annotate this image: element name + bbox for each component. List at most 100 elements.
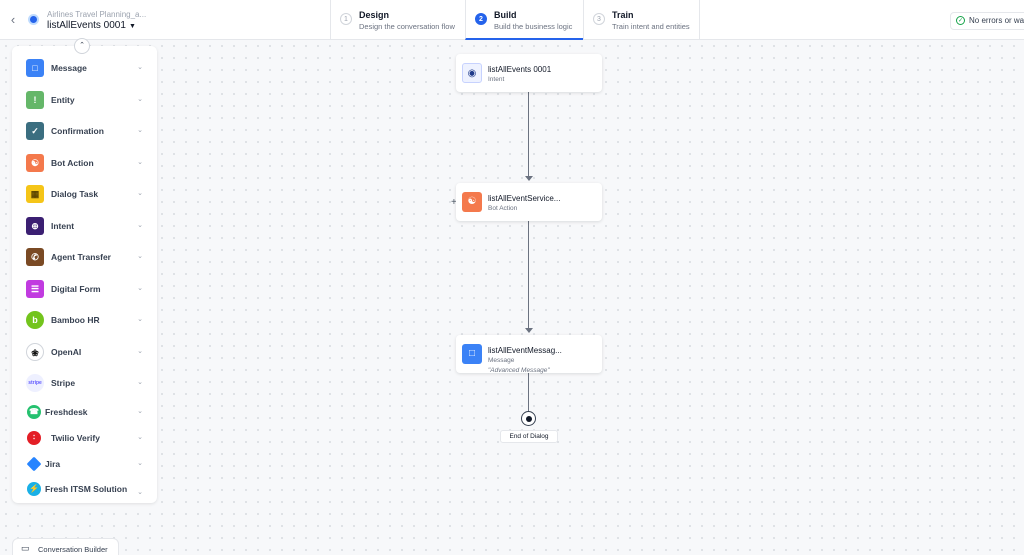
bot-action-icon: ☯ bbox=[26, 154, 44, 172]
palette-item-label: Bot Action bbox=[51, 158, 94, 168]
palette-item-entity[interactable]: ! Entity ⌄ bbox=[12, 87, 157, 113]
caret-down-icon: ▼ bbox=[128, 23, 136, 30]
flow-canvas[interactable] bbox=[0, 40, 1024, 555]
chevron-down-icon[interactable]: ⌄ bbox=[137, 460, 143, 467]
end-node[interactable] bbox=[521, 411, 536, 426]
confirmation-icon: ✓ bbox=[26, 122, 44, 140]
app-logo-icon bbox=[28, 14, 39, 25]
step-number: 3 bbox=[593, 13, 605, 25]
palette-item-bamboo-hr[interactable]: b Bamboo HR ⌄ bbox=[12, 307, 157, 333]
palette-item-label: Twilio Verify bbox=[51, 433, 100, 443]
step-design[interactable]: 1 Design Design the conversation flow bbox=[330, 0, 465, 40]
chevron-down-icon[interactable]: ⌄ bbox=[137, 379, 143, 386]
conversation-builder-tab[interactable]: ▭ Conversation Builder bbox=[12, 538, 119, 555]
chevron-down-icon[interactable]: ⌄ bbox=[137, 64, 143, 71]
message-node[interactable]: □ listAllEventMessag... Message "Advance… bbox=[456, 335, 602, 374]
palette-item-label: OpenAI bbox=[51, 347, 82, 357]
chevron-down-icon[interactable]: ⌄ bbox=[137, 316, 143, 323]
jira-icon bbox=[26, 456, 42, 472]
globe-icon: ◉ bbox=[462, 63, 482, 83]
freshdesk-icon: ☎ bbox=[27, 405, 41, 419]
message-icon: □ bbox=[462, 344, 482, 364]
chevron-down-icon[interactable]: ⌄ bbox=[137, 127, 143, 134]
step-title: Build bbox=[494, 10, 517, 20]
palette-item-intent[interactable]: ⊕ Intent ⌄ bbox=[12, 213, 157, 239]
chevron-down-icon[interactable]: ⌄ bbox=[137, 96, 143, 103]
app-name: Airlines Travel Planning_a... bbox=[47, 10, 147, 19]
check-circle-icon: ✓ bbox=[956, 16, 965, 25]
palette-item-jira[interactable]: Jira ⌄ bbox=[12, 451, 157, 477]
step-subtitle: Train intent and entities bbox=[612, 22, 690, 31]
palette-item-twilio-verify[interactable]: ∶ Twilio Verify ⌄ bbox=[12, 425, 157, 451]
palette-item-dialog-task[interactable]: ▦ Dialog Task ⌄ bbox=[12, 181, 157, 207]
palette-item-fresh-itsm[interactable]: ⚡ Fresh ITSM Solution ⌄ bbox=[12, 476, 157, 502]
palette-item-digital-form[interactable]: ☰ Digital Form ⌄ bbox=[12, 276, 157, 302]
conversation-builder-label: Conversation Builder bbox=[38, 545, 108, 554]
bot-action-node[interactable]: ☯ listAllEventService... Bot Action bbox=[456, 183, 602, 221]
chevron-down-icon[interactable]: ⌄ bbox=[137, 159, 143, 166]
step-number: 1 bbox=[340, 13, 352, 25]
arrow-down-icon bbox=[525, 176, 533, 181]
palette-item-bot-action[interactable]: ☯ Bot Action ⌄ bbox=[12, 150, 157, 176]
dialog-task-icon: ▦ bbox=[26, 185, 44, 203]
node-detail: "Advanced Message" bbox=[488, 367, 550, 374]
collapse-sidebar-button[interactable]: ⌃ bbox=[74, 38, 90, 54]
step-title: Design bbox=[359, 10, 390, 20]
palette-item-label: Freshdesk bbox=[45, 407, 88, 417]
add-node-icon[interactable]: + bbox=[451, 197, 457, 208]
connector-line bbox=[528, 92, 529, 176]
dialog-selector[interactable]: listAllEvents 0001▼ bbox=[47, 20, 136, 31]
node-type: Intent bbox=[488, 76, 505, 83]
intent-icon: ⊕ bbox=[26, 217, 44, 235]
chevron-down-icon[interactable]: ⌄ bbox=[137, 434, 143, 441]
palette-item-label: Bamboo HR bbox=[51, 315, 100, 325]
palette-item-label: Confirmation bbox=[51, 126, 104, 136]
chevron-down-icon[interactable]: ⌄ bbox=[137, 222, 143, 229]
node-title: listAllEventService... bbox=[488, 194, 561, 203]
bot-action-icon: ☯ bbox=[462, 192, 482, 212]
twilio-icon: ∶ bbox=[27, 431, 41, 445]
digital-form-icon: ☰ bbox=[26, 280, 44, 298]
step-number: 2 bbox=[475, 13, 487, 25]
agent-transfer-icon: ✆ bbox=[26, 248, 44, 266]
message-icon: □ bbox=[26, 59, 44, 77]
node-title: listAllEventMessag... bbox=[488, 346, 562, 355]
palette-item-freshdesk[interactable]: ☎ Freshdesk ⌄ bbox=[12, 399, 157, 425]
arrow-down-icon bbox=[525, 328, 533, 333]
intent-node[interactable]: ◉ listAllEvents 0001 Intent bbox=[456, 54, 602, 92]
palette-item-label: Dialog Task bbox=[51, 189, 99, 199]
chat-bubbles-icon: ▭ bbox=[21, 543, 30, 553]
node-palette: □ Message ⌄ ! Entity ⌄ ✓ Confirmation ⌄ … bbox=[12, 46, 157, 503]
step-train[interactable]: 3 Train Train intent and entities bbox=[583, 0, 700, 40]
dialog-name: listAllEvents 0001 bbox=[47, 20, 126, 31]
node-type: Message bbox=[488, 357, 515, 364]
end-of-dialog-label: End of Dialog bbox=[500, 430, 558, 443]
status-text: No errors or warnings bbox=[969, 16, 1024, 25]
palette-item-label: Entity bbox=[51, 95, 75, 105]
palette-item-label: Intent bbox=[51, 221, 75, 231]
palette-item-label: Message bbox=[51, 63, 87, 73]
chevron-down-icon[interactable]: ⌄ bbox=[137, 285, 143, 292]
step-title: Train bbox=[612, 10, 634, 20]
chevron-down-icon[interactable]: ⌄ bbox=[137, 190, 143, 197]
palette-item-stripe[interactable]: stripe Stripe ⌄ bbox=[12, 370, 157, 396]
chevron-down-icon[interactable]: ⌄ bbox=[137, 408, 143, 415]
chevron-down-icon[interactable]: ⌄ bbox=[137, 489, 143, 496]
freshservice-icon: ⚡ bbox=[27, 482, 41, 496]
palette-item-openai[interactable]: ❀ OpenAI ⌄ bbox=[12, 339, 157, 365]
palette-item-message[interactable]: □ Message ⌄ bbox=[12, 55, 157, 81]
palette-item-confirmation[interactable]: ✓ Confirmation ⌄ bbox=[12, 118, 157, 144]
palette-item-label: Stripe bbox=[51, 378, 76, 388]
step-build[interactable]: 2 Build Build the business logic bbox=[465, 0, 583, 40]
back-button[interactable]: ‹ bbox=[10, 12, 16, 27]
entity-icon: ! bbox=[26, 91, 44, 109]
openai-icon: ❀ bbox=[26, 343, 44, 361]
status-indicator[interactable]: ✓ No errors or warnings bbox=[950, 12, 1024, 30]
stripe-icon: stripe bbox=[26, 374, 44, 392]
chevron-down-icon[interactable]: ⌄ bbox=[137, 253, 143, 260]
palette-item-agent-transfer[interactable]: ✆ Agent Transfer ⌄ bbox=[12, 244, 157, 270]
palette-item-label: Agent Transfer bbox=[51, 252, 111, 262]
bamboo-hr-icon: b bbox=[26, 311, 44, 329]
step-subtitle: Design the conversation flow bbox=[359, 22, 455, 31]
chevron-down-icon[interactable]: ⌄ bbox=[137, 348, 143, 355]
